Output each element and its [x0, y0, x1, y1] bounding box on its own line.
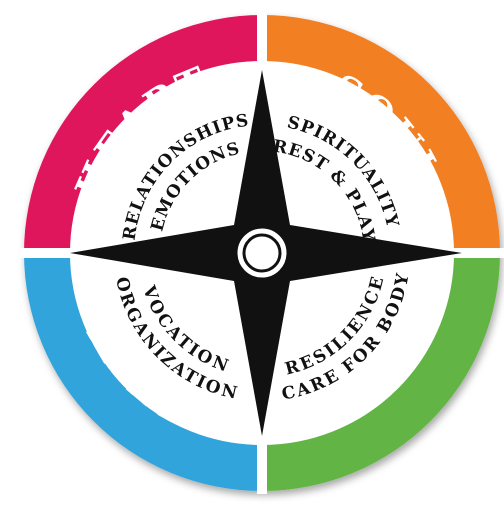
compass-center-circle-icon	[234, 225, 290, 281]
